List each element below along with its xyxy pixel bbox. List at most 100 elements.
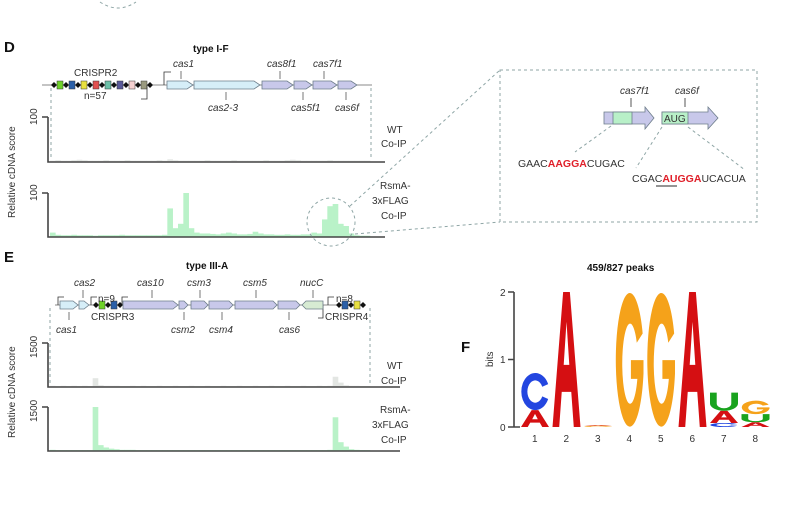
logo-letter-G — [584, 425, 612, 427]
logo-xtick: 4 — [627, 434, 633, 445]
coverage-bar — [236, 234, 243, 237]
coverage-bar — [343, 446, 349, 451]
gene-cas1 — [166, 80, 194, 90]
gene-label-csm3: csm3 — [187, 278, 211, 289]
crispr2-count: n=57 — [84, 91, 107, 102]
spacer — [128, 80, 136, 90]
repeat-icon — [93, 302, 99, 308]
gene-label-cas1: cas1 — [173, 59, 194, 70]
gene-cas2 — [78, 300, 90, 310]
coverage-bar — [103, 235, 109, 237]
type-iii-a-locus: cas2 cas10 csm3 csm5 nucC cas1 csm2 csm4… — [55, 278, 369, 336]
gene-label-csm5: csm5 — [243, 278, 267, 289]
repeat-icon — [51, 82, 57, 88]
gene-label-cas7f1-zoom: cas7f1 — [620, 86, 649, 97]
zoom-box: AUG cas7f1 cas6f GAACAAGGACUGAC CGACAUGG… — [499, 69, 758, 223]
y-axis-label-d: Relative cDNA score — [7, 126, 18, 218]
gene-csm2 — [178, 300, 189, 310]
coverage-bar — [316, 233, 323, 237]
tick-d-rsma: 100 — [29, 184, 40, 201]
logo-xtick: 2 — [564, 434, 570, 445]
rsma-label-coip-e: Co-IP — [381, 435, 407, 446]
gene-label-cas6-e: cas6 — [279, 325, 301, 336]
logo-xtick: 7 — [721, 434, 727, 445]
logo-letter-A — [584, 424, 612, 426]
repeat-icon — [336, 302, 342, 308]
logo-xtick: 5 — [658, 434, 664, 445]
crispr3-count: n=9 — [98, 294, 115, 305]
rsma-label-flag-e: 3xFLAG — [372, 420, 409, 431]
coverage-bar — [66, 235, 72, 237]
spacer — [353, 300, 361, 310]
coverage-bar — [156, 235, 163, 237]
logo-xtick: 3 — [595, 434, 601, 445]
coverage-bar — [263, 160, 269, 162]
coverage-bar — [172, 228, 179, 237]
coverage-bar — [82, 160, 88, 162]
spacer — [104, 80, 112, 90]
coverage-bar — [55, 160, 61, 162]
logo-letter-C — [710, 422, 738, 427]
gene-csm4 — [208, 300, 234, 310]
type-i-f-locus: CRISPR2 n=57 cas1 cas8f1 cas7f1 cas2-3 c… — [42, 59, 372, 114]
spacer — [68, 80, 76, 90]
coverage-bar — [167, 159, 173, 162]
coverage-bar — [124, 235, 131, 237]
coverage-bar — [306, 234, 312, 237]
spacer — [80, 80, 88, 90]
coverage-bar — [135, 235, 141, 237]
gene-label-csm4: csm4 — [209, 325, 233, 336]
rsma-label-e: RsmA- — [380, 405, 411, 416]
rsma-label-flag: 3xFLAG — [372, 196, 409, 207]
promoter-arrow-icon — [163, 71, 171, 85]
coverage-bar — [172, 160, 179, 162]
coverage-bar — [263, 234, 269, 237]
coverage-bar — [252, 231, 259, 237]
wt-label: WT — [387, 125, 403, 136]
logo-letter-G — [647, 293, 675, 427]
coverage-bar — [231, 160, 237, 162]
promoter-arrow-icon — [121, 296, 128, 305]
repeat-icon — [99, 82, 105, 88]
logo-title: 459/827 peaks — [587, 263, 655, 274]
wt-label-coip-e: Co-IP — [381, 376, 407, 387]
crispr2-label: CRISPR2 — [74, 68, 118, 79]
gene-label-csm2: csm2 — [171, 325, 195, 336]
coverage-bar — [338, 442, 344, 451]
coverage-bar — [124, 160, 131, 162]
panel-e-label: E — [4, 249, 14, 266]
coverage-bar — [215, 234, 221, 237]
coverage-bar — [338, 382, 344, 387]
gene-cas10 — [122, 300, 179, 310]
coverage-bar — [210, 233, 216, 237]
coverage-bar — [108, 448, 115, 451]
coverage-bar — [290, 234, 296, 237]
coverage-bar — [60, 235, 67, 237]
coverage-bar — [343, 385, 349, 387]
coverage-bar — [242, 234, 248, 237]
panel-f-label: F — [461, 339, 470, 356]
coverage-bar — [146, 235, 152, 237]
repeat-icon — [63, 82, 69, 88]
coverage-bar — [258, 233, 264, 237]
coverage-bar — [322, 219, 328, 237]
coverage-bar — [82, 235, 88, 237]
promoter-arrow-icon — [57, 296, 64, 305]
coverage-bar — [226, 232, 232, 237]
logo-letter-A — [678, 292, 707, 427]
wt-label-e: WT — [387, 361, 403, 372]
sequence-1: GAACAAGGACUGAC — [518, 158, 625, 170]
coverage-bar — [98, 445, 104, 451]
coverage-bar — [71, 160, 77, 162]
coverage-bar — [348, 449, 355, 451]
repeat-icon — [135, 82, 141, 88]
gene-label-nucC: nucC — [300, 278, 324, 289]
coverage-bar — [204, 160, 211, 162]
logo-letter-U — [741, 414, 770, 423]
logo-y-label: bits — [485, 351, 496, 367]
panel-e-title: type III-A — [186, 261, 228, 272]
sequence-2: CGACAUGGAUCACUA — [632, 173, 746, 185]
logo-xtick: 6 — [690, 434, 696, 445]
crispr2-array — [51, 80, 153, 90]
